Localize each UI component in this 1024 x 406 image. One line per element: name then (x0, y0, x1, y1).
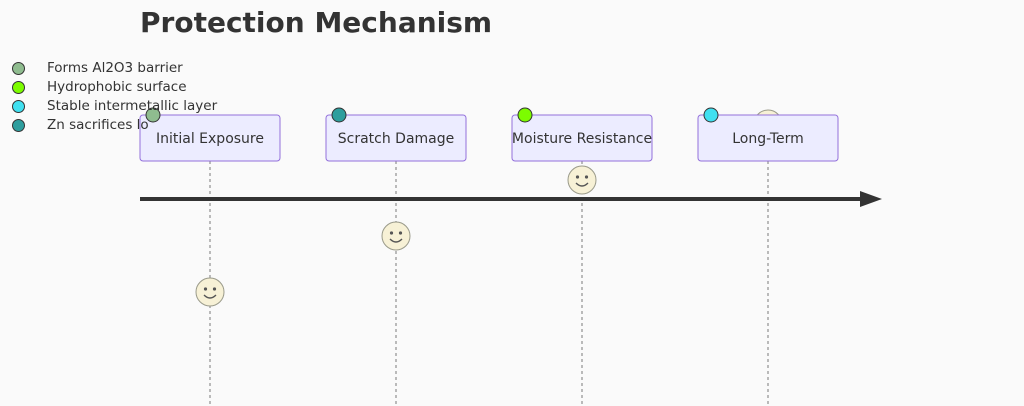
stage-label: Long-Term (732, 131, 804, 147)
stage-marker-dot (517, 107, 533, 123)
stage-boxes: Initial Exposure Scratch Damage Moisture R… (139, 114, 839, 162)
diagram-title: Protection Mechanism (140, 6, 493, 39)
legend-dot (12, 119, 25, 132)
smiley-face-icon (195, 277, 225, 307)
stage-label: Moisture Resistance (512, 131, 652, 147)
timeline-axis (140, 191, 882, 207)
stage-label: Scratch Damage (338, 131, 455, 147)
faces (195, 109, 783, 307)
legend-dot (12, 81, 25, 94)
legend-dot (12, 62, 25, 75)
stage-box: Long-Term (697, 114, 839, 162)
stage-box: Scratch Damage (325, 114, 467, 162)
axis-arrowhead-icon (860, 191, 882, 207)
stage-label: Initial Exposure (156, 131, 264, 147)
smiley-face-icon (381, 221, 411, 251)
stage-markers (145, 107, 719, 123)
stage-marker-dot (145, 107, 161, 123)
legend-label: Stable intermetallic layer (47, 98, 218, 114)
legend-label: Hydrophobic surface (47, 79, 187, 95)
legend-label: Zn sacrifices lo (47, 117, 149, 133)
smiley-face-icon (567, 165, 597, 195)
stage-box: Moisture Resistance (511, 114, 653, 162)
stage-box: Initial Exposure (139, 114, 281, 162)
legend-dot (12, 100, 25, 113)
legend-label: Forms Al2O3 barrier (47, 60, 183, 76)
stage-marker-dot (703, 107, 719, 123)
stage-marker-dot (331, 107, 347, 123)
